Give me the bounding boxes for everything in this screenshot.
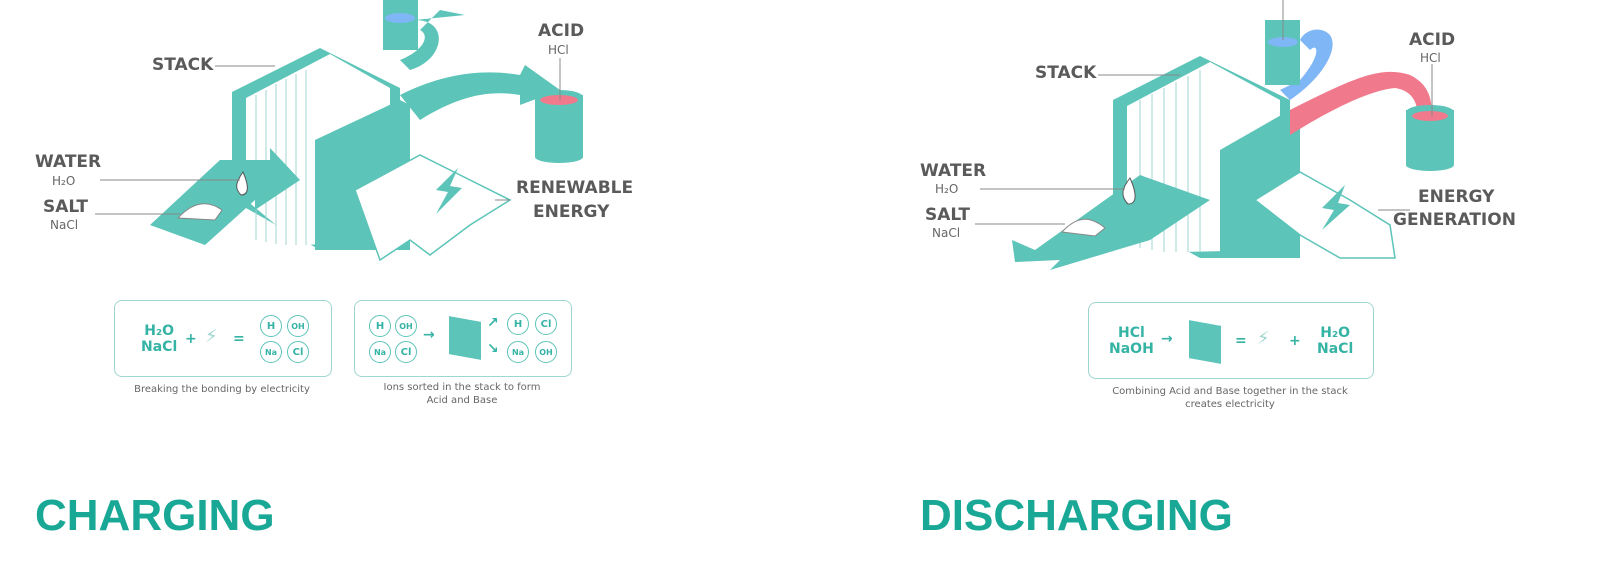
arrow-icon: ↗ (487, 315, 499, 331)
ion-oh: OH (535, 341, 557, 363)
lightning-icon (1322, 185, 1350, 230)
charging-equation-box-2: H OH Na Cl → ↗ ↘ H Cl Na OH (354, 300, 572, 377)
charging-input-arrow (150, 148, 300, 245)
charging-base-tank (383, 0, 418, 50)
equals-sign: = (1235, 333, 1247, 349)
ion-h: H (507, 313, 529, 335)
charging-base-arrow (400, 10, 465, 70)
ion-cl: Cl (395, 341, 417, 363)
charging-acid-label: ACID (538, 21, 585, 41)
salt-pile-icon (176, 203, 223, 221)
discharging-acid-formula: HCl (1420, 51, 1441, 65)
charging-leader-lines (95, 58, 561, 215)
water-drop-icon (1122, 177, 1136, 205)
ion-oh: OH (287, 315, 309, 337)
charging-salt-formula: NaCl (50, 218, 79, 232)
ion-cl: Cl (287, 341, 309, 363)
salt-pile-icon (1060, 218, 1106, 237)
discharging-acid-pipe (1290, 71, 1432, 135)
charging-caption-1: Breaking the bonding by electricity (134, 384, 310, 395)
discharging-salt-label: SALT (925, 205, 971, 225)
ion-h: H (260, 315, 282, 337)
discharging-water-formula: H₂O (935, 182, 959, 196)
charging-stack-label: STACK (152, 55, 214, 75)
discharging-energy-label-2: GENERATION (1393, 210, 1516, 230)
lightning-icon: ⚡ (205, 326, 218, 347)
arrow-icon: ↘ (487, 341, 499, 357)
equals-sign: = (233, 331, 245, 347)
discharging-salt-formula: NaCl (932, 226, 961, 240)
discharging-energy-label-1: ENERGY (1418, 187, 1495, 207)
ion-na: Na (507, 341, 529, 363)
arrow-icon: → (1161, 331, 1173, 347)
discharging-energy-arrow (1253, 171, 1396, 259)
charging-acid-tank (535, 90, 583, 163)
ion-na: Na (369, 341, 391, 363)
charging-title: CHARGING (35, 491, 275, 540)
charging-salt-label: SALT (43, 197, 89, 217)
lightning-icon (436, 168, 462, 214)
discharging-stack-label: STACK (1035, 63, 1097, 83)
charging-flow-arrow (400, 65, 560, 120)
discharging-acid-tank (1406, 105, 1454, 171)
discharging-base-pipe (1280, 29, 1333, 101)
discharging-water-label: WATER (920, 161, 987, 181)
ion-oh: OH (395, 315, 417, 337)
charging-water-label: WATER (35, 152, 102, 172)
charging-stack (232, 48, 410, 250)
ion-cl: Cl (535, 313, 557, 335)
charging-water-formula: H₂O (52, 174, 76, 188)
plus-sign: + (185, 331, 197, 347)
stack-icon (1189, 320, 1221, 364)
ion-na: Na (260, 341, 282, 363)
ion-h: H (369, 315, 391, 337)
charging-energy-label-1: RENEWABLE (516, 178, 634, 198)
discharging-leader-lines (975, 0, 1433, 225)
lightning-icon: ⚡ (1257, 328, 1270, 349)
charging-acid-formula: HCl (548, 43, 569, 57)
discharging-output-arrow (1012, 175, 1210, 270)
discharging-title: DISCHARGING (920, 491, 1233, 540)
charging-energy-label-2: ENERGY (533, 202, 610, 222)
discharging-acid-label: ACID (1409, 30, 1456, 50)
stack-icon (449, 316, 481, 360)
discharging-caption: Combining Acid and Base together in the … (1112, 386, 1348, 410)
charging-energy-arrow (354, 154, 512, 262)
plus-sign: + (1289, 333, 1301, 349)
arrow-icon: → (423, 327, 435, 343)
